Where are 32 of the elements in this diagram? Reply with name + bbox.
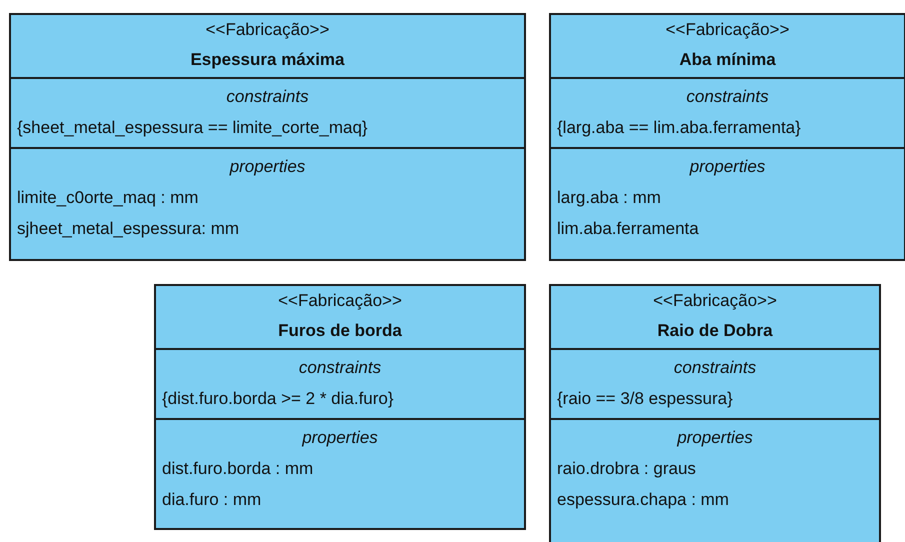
property-text: dia.furo : mm bbox=[161, 489, 262, 511]
constraint-text: {sheet_metal_espessura == limite_corte_maq} bbox=[16, 117, 369, 139]
section-heading: properties bbox=[688, 156, 766, 178]
section-heading: constraints bbox=[225, 86, 310, 108]
class-box bbox=[9, 13, 526, 261]
class-box bbox=[549, 284, 881, 542]
section-heading: constraints bbox=[672, 357, 758, 379]
property-text: larg.aba : mm bbox=[556, 187, 662, 209]
section-heading: properties bbox=[228, 156, 306, 178]
property-text: raio.drobra : graus bbox=[556, 458, 697, 480]
class-name: Aba mínima bbox=[678, 49, 777, 71]
class-box bbox=[154, 284, 526, 530]
stereotype-label: <<Fabricação>> bbox=[277, 290, 403, 312]
property-text: sjheet_metal_espessura: mm bbox=[16, 218, 240, 240]
section-heading: properties bbox=[300, 427, 379, 449]
section-heading: properties bbox=[676, 427, 754, 449]
property-text: espessura.chapa : mm bbox=[556, 489, 730, 511]
stereotype-label: <<Fabricação>> bbox=[652, 290, 778, 312]
class-box bbox=[549, 13, 905, 261]
property-text: limite_c0orte_maq : mm bbox=[16, 187, 200, 209]
section-heading: constraints bbox=[298, 357, 382, 379]
property-text: lim.aba.ferramenta bbox=[556, 218, 700, 240]
class-name: Raio de Dobra bbox=[656, 320, 774, 342]
stereotype-label: <<Fabricação>> bbox=[664, 19, 790, 41]
stereotype-label: <<Fabricação>> bbox=[204, 19, 330, 41]
property-text: dist.furo.borda : mm bbox=[161, 458, 314, 480]
constraint-text: {raio == 3/8 espessura} bbox=[556, 388, 734, 410]
section-heading: constraints bbox=[685, 86, 770, 108]
constraint-text: {larg.aba == lim.aba.ferramenta} bbox=[556, 117, 802, 139]
class-name: Espessura máxima bbox=[189, 49, 346, 71]
constraint-text: {dist.furo.borda >= 2 * dia.furo} bbox=[161, 388, 395, 410]
class-name: Furos de borda bbox=[277, 320, 403, 342]
